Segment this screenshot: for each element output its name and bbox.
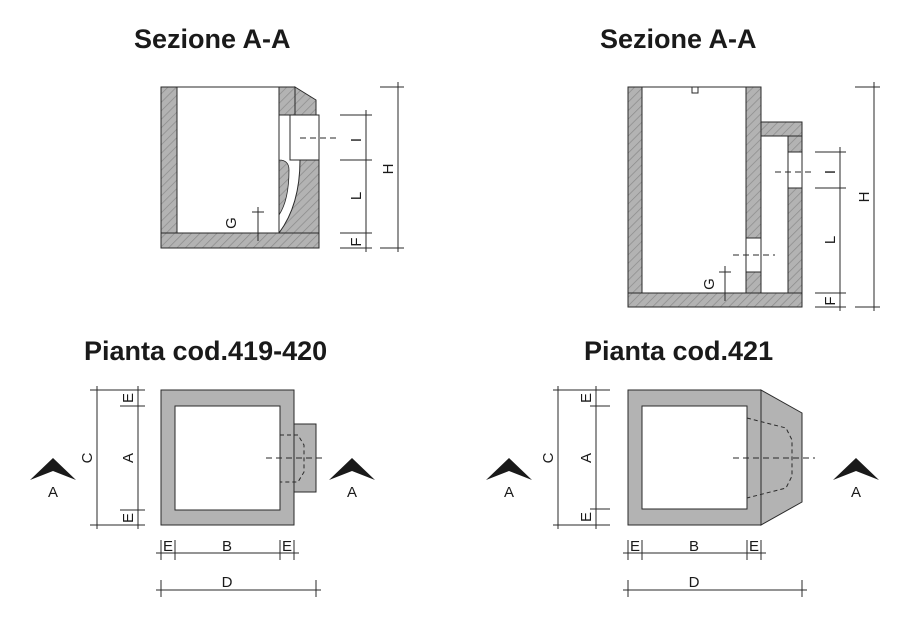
label-E-right-top: E — [578, 393, 595, 403]
plan-title-left: Pianta cod.419-420 — [84, 336, 328, 366]
label-G-left: G — [223, 217, 240, 229]
section-arrow-right-2 — [833, 458, 879, 480]
section-arrow-right-1 — [486, 458, 532, 480]
section-title-left: Sezione A-A — [134, 24, 291, 54]
label-A-arrow-4: A — [851, 484, 861, 501]
label-A-arrow-3: A — [504, 484, 514, 501]
label-C-right: C — [540, 452, 557, 463]
label-F-right: F — [822, 296, 839, 305]
label-D-left: D — [222, 574, 233, 591]
label-E-left-bottom: E — [120, 513, 137, 523]
label-L-left: L — [348, 192, 365, 200]
label-A-right: A — [578, 453, 595, 463]
label-E-left-b1: E — [163, 538, 173, 555]
label-B-right: B — [689, 538, 699, 555]
label-E-right-b2: E — [749, 538, 759, 555]
plan-title-right: Pianta cod.421 — [584, 336, 774, 366]
label-F-left: F — [348, 237, 365, 246]
label-H-left: H — [380, 164, 397, 175]
label-I-right: I — [822, 170, 839, 174]
label-A-left: A — [120, 453, 137, 463]
label-I-left: I — [348, 138, 365, 142]
section-arrow-left-2 — [329, 458, 375, 480]
section-right — [627, 82, 880, 311]
label-E-left-b2: E — [282, 538, 292, 555]
label-C-left: C — [79, 452, 96, 463]
section-arrow-left-1 — [30, 458, 76, 480]
section-title-right: Sezione A-A — [600, 24, 757, 54]
label-E-right-b1: E — [630, 538, 640, 555]
label-B-left: B — [222, 538, 232, 555]
label-H-right: H — [856, 192, 873, 203]
label-E-left-top: E — [120, 393, 137, 403]
label-A-arrow-1: A — [48, 484, 58, 501]
section-left — [160, 82, 404, 252]
plan-left — [90, 386, 325, 597]
label-A-arrow-2: A — [347, 484, 357, 501]
label-E-right-bottom: E — [578, 512, 595, 522]
label-D-right: D — [689, 574, 700, 591]
label-G-right: G — [701, 278, 718, 290]
plan-right — [553, 386, 815, 597]
label-L-right: L — [822, 236, 839, 244]
